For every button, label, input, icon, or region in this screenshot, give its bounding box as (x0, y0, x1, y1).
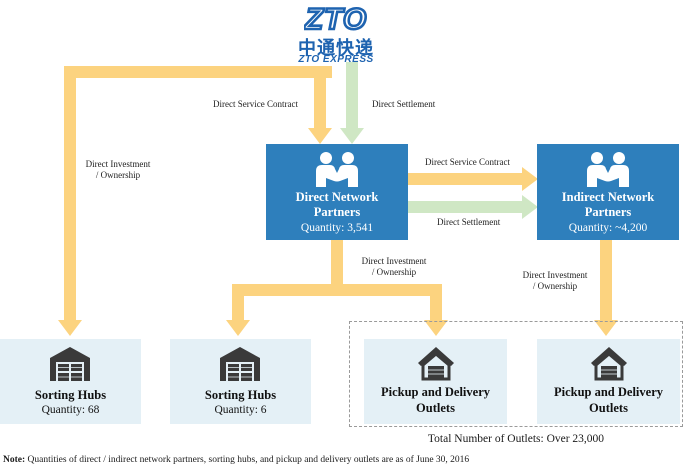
arrow-contract-head (308, 128, 332, 144)
indirect-partners-title-line1: Indirect Network (561, 190, 655, 204)
indirect-partners-title-line2: Partners (584, 205, 632, 219)
label-left-investment-line2: / Ownership (95, 170, 141, 180)
arrow-branch-bar (232, 284, 442, 296)
label-mid-direct-service-contract: Direct Service Contract (425, 157, 510, 167)
label-center-investment-line1: Direct Investment (361, 256, 427, 266)
label-top-direct-service-contract: Direct Service Contract (213, 99, 298, 109)
outlets-title-line1: Pickup and Delivery (380, 385, 491, 399)
arrow-settlement-shaft (346, 62, 358, 128)
indirect-partners-quantity: Quantity: ~4,200 (568, 222, 648, 234)
arrow-mid-contract-head (522, 167, 538, 191)
label-center-investment: Direct Investment / Ownership (352, 256, 436, 278)
label-right-investment-line2: / Ownership (532, 281, 578, 291)
outlets-group-border (349, 321, 683, 427)
arrow-mid-settlement-shaft (408, 201, 522, 213)
label-center-investment-line2: / Ownership (371, 267, 417, 277)
arrow-right-head (594, 320, 618, 336)
label-right-investment-line1: Direct Investment (522, 270, 588, 280)
arrow-branch-left-head (226, 320, 250, 336)
handshake-icon (587, 152, 629, 187)
label-left-investment: Direct Investment / Ownership (78, 159, 158, 181)
indirect-network-partners-box: Indirect Network Partners Quantity: ~4,2… (537, 144, 679, 240)
sorting-hubs-title: Sorting Hubs (204, 388, 277, 402)
footnote: Note: Quantities of direct / indirect ne… (3, 455, 683, 465)
arrow-mid-settlement-head (522, 195, 538, 219)
handshake-icon (316, 152, 358, 187)
sorting-hubs-6-box: Sorting Hubs Quantity: 6 (170, 339, 311, 424)
warehouse-icon (220, 347, 260, 381)
arrow-branch-right-head (424, 320, 448, 336)
zto-logo-mark: ZTO (304, 2, 368, 34)
arrow-settlement-head (340, 128, 364, 144)
arrow-left-head (58, 320, 82, 336)
arrow-left-shaft (64, 66, 76, 320)
sorting-hubs-quantity: Quantity: 68 (41, 404, 100, 416)
label-left-investment-line1: Direct Investment (85, 159, 151, 169)
pickup-delivery-outlets-indirect-box: Pickup and Delivery Outlets (537, 339, 680, 424)
direct-partners-quantity: Quantity: 3,541 (300, 222, 374, 234)
total-outlets: Total Number of Outlets: Over 23,000 (427, 433, 605, 445)
logo-chinese-name: 中通快递 (298, 38, 374, 59)
sorting-hubs-68-box: Sorting Hubs Quantity: 68 (0, 339, 141, 424)
arrow-mid-contract-shaft (408, 173, 522, 185)
house-icon (591, 347, 627, 381)
direct-partners-title-line2: Partners (313, 205, 361, 219)
direct-partners-title-line1: Direct Network (295, 190, 379, 204)
green-arrows (340, 62, 538, 219)
direct-network-partners-box: Direct Network Partners Quantity: 3,541 (266, 144, 408, 240)
logo-english-name: ZTO EXPRESS (298, 54, 374, 65)
orange-arrows (58, 66, 618, 336)
pickup-delivery-outlets-direct-box: Pickup and Delivery Outlets (364, 339, 507, 424)
house-icon (418, 347, 454, 381)
sorting-hubs-title: Sorting Hubs (34, 388, 107, 402)
label-right-investment: Direct Investment / Ownership (512, 270, 598, 292)
arrow-branch-right-shaft (430, 284, 442, 320)
footnote-prefix: Note: (3, 455, 26, 465)
svg-text:ZTO: ZTO (304, 3, 367, 34)
warehouse-icon (50, 347, 90, 381)
footnote-text: Quantities of direct / indirect network … (25, 455, 470, 465)
sorting-hubs-quantity: Quantity: 6 (214, 404, 267, 416)
label-top-direct-settlement: Direct Settlement (372, 99, 436, 109)
zto-logo: ZTO 中通快递 ZTO EXPRESS (286, 2, 386, 68)
label-mid-direct-settlement: Direct Settlement (437, 217, 501, 227)
arrow-right-shaft (600, 240, 612, 320)
outlets-title-line2: Outlets (416, 401, 455, 415)
arrow-center-shaft (331, 240, 343, 290)
arrow-branch-left-shaft (232, 284, 244, 320)
arrow-top-bar (64, 66, 332, 78)
outlets-title-line2: Outlets (589, 401, 628, 415)
arrow-contract-shaft (314, 66, 326, 128)
outlets-title-line1: Pickup and Delivery (553, 385, 664, 399)
